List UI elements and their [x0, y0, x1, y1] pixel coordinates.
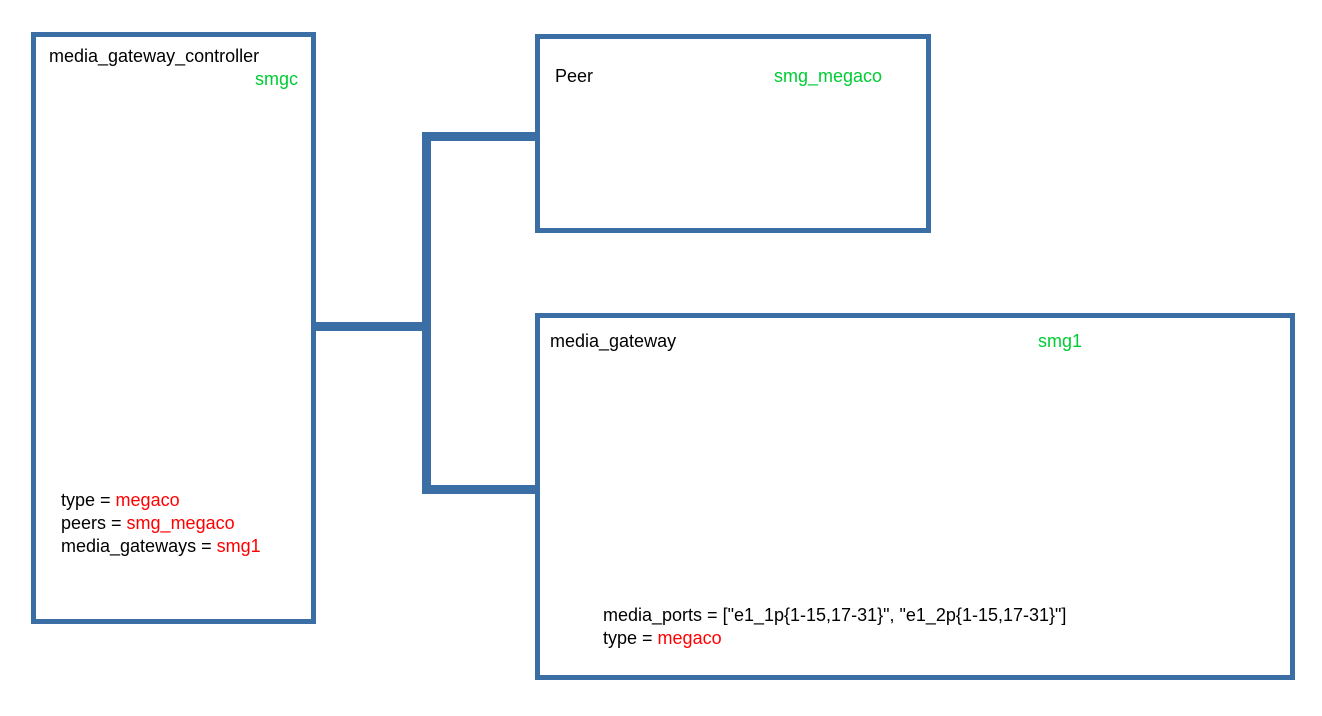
node-instance-smg-megaco: smg_megaco: [774, 66, 883, 86]
attribute-value: smg_megaco: [126, 513, 235, 533]
connector-controller-to-trunk: [313, 322, 431, 331]
connector-vertical-trunk: [422, 132, 431, 494]
connector-trunk-to-gateway: [422, 485, 536, 494]
attribute-row: peers = smg_megaco: [61, 512, 261, 535]
attribute-row: media_gateways = smg1: [61, 535, 261, 558]
attribute-key: media_ports = ["e1_1p{1-15,17-31}", "e1_…: [603, 605, 1067, 625]
attribute-key: peers =: [61, 513, 127, 533]
attribute-key: type =: [603, 628, 658, 648]
node-instance-smg1: smg1: [1038, 331, 1083, 351]
attribute-list-controller: type = megaco peers = smg_megaco media_g…: [61, 489, 261, 558]
node-title-media-gateway-controller: media_gateway_controller: [49, 46, 260, 66]
attribute-row: type = megaco: [603, 627, 1066, 650]
node-instance-smgc: smgc: [255, 69, 299, 89]
attribute-row: type = megaco: [61, 489, 261, 512]
connector-trunk-to-peer: [422, 132, 536, 141]
node-peer[interactable]: Peer smg_megaco: [535, 34, 931, 233]
attribute-list-gateway: media_ports = ["e1_1p{1-15,17-31}", "e1_…: [603, 604, 1066, 650]
attribute-key: type =: [61, 490, 116, 510]
attribute-value: megaco: [657, 628, 722, 648]
attribute-row: media_ports = ["e1_1p{1-15,17-31}", "e1_…: [603, 604, 1066, 627]
attribute-value: megaco: [115, 490, 180, 510]
node-media-gateway-controller[interactable]: media_gateway_controller smgc type = meg…: [31, 32, 316, 624]
attribute-key: media_gateways =: [61, 536, 217, 556]
attribute-value: smg1: [216, 536, 261, 556]
node-title-media-gateway: media_gateway: [550, 331, 677, 351]
node-title-peer: Peer: [555, 66, 594, 86]
node-media-gateway[interactable]: media_gateway smg1 media_ports = ["e1_1p…: [535, 313, 1295, 680]
